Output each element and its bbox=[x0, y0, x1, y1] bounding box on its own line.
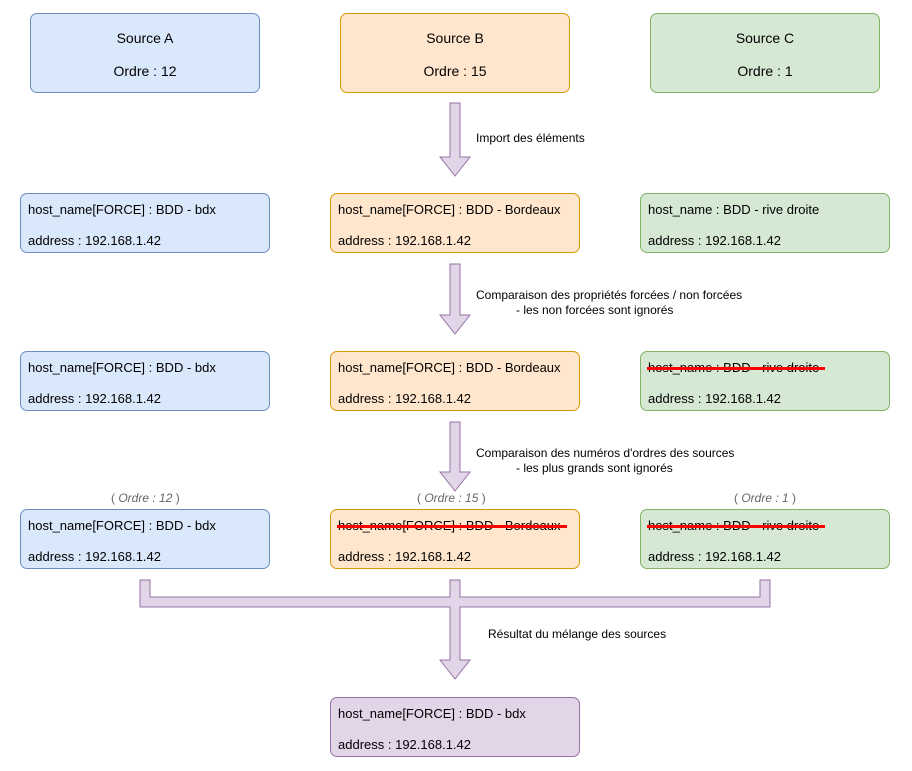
order-label-a: ( Ordre : 12 ) bbox=[111, 491, 180, 505]
record-address: address : 192.168.1.42 bbox=[648, 391, 781, 406]
record-hostname-struck: host_name[FORCE] : BDD - Bordeaux bbox=[337, 518, 567, 533]
row2-source-a-record: host_name[FORCE] : BDD - bdx address : 1… bbox=[20, 351, 270, 411]
record-address: address : 192.168.1.42 bbox=[338, 233, 471, 248]
source-b-order: Ordre : 15 bbox=[423, 63, 487, 79]
record-hostname: host_name[FORCE] : BDD - bdx bbox=[338, 706, 526, 721]
record-hostname: host_name[FORCE] : BDD - Bordeaux bbox=[338, 202, 561, 217]
merge-connector bbox=[139, 579, 771, 680]
arrow-compare-forced bbox=[438, 263, 472, 335]
order-paren-close: ) bbox=[788, 491, 797, 505]
source-a-order: Ordre : 12 bbox=[113, 63, 177, 79]
source-c-name: Source C bbox=[735, 30, 795, 46]
source-c-order: Ordre : 1 bbox=[737, 63, 793, 79]
step-compare-forced-label: Comparaison des propriétés forcées / non… bbox=[476, 288, 743, 302]
step-merge-label: Résultat du mélange des sources bbox=[488, 627, 667, 641]
source-c-box: Source C Ordre : 1 bbox=[650, 13, 880, 93]
row3-source-c-record: host_name : BDD - rive droite address : … bbox=[640, 509, 890, 569]
row1-source-a-record: host_name[FORCE] : BDD - bdx address : 1… bbox=[20, 193, 270, 253]
record-address: address : 192.168.1.42 bbox=[648, 233, 781, 248]
record-address: address : 192.168.1.42 bbox=[338, 737, 471, 752]
arrow-compare-order bbox=[438, 421, 472, 492]
record-address: address : 192.168.1.42 bbox=[338, 391, 471, 406]
order-paren-open: ( bbox=[734, 491, 742, 505]
arrow-import bbox=[438, 102, 472, 177]
order-paren-close: ) bbox=[478, 491, 486, 505]
record-hostname: host_name[FORCE] : BDD - Bordeaux bbox=[338, 360, 561, 375]
source-b-box: Source B Ordre : 15 bbox=[340, 13, 570, 93]
record-hostname: host_name : BDD - rive droite bbox=[648, 202, 820, 217]
record-address: address : 192.168.1.42 bbox=[28, 549, 161, 564]
source-b-name: Source B bbox=[426, 30, 484, 46]
step-compare-order-note: - les plus grands sont ignorés bbox=[516, 461, 673, 475]
row2-source-b-record: host_name[FORCE] : BDD - Bordeaux addres… bbox=[330, 351, 580, 411]
step-compare-order-label: Comparaison des numéros d'ordres des sou… bbox=[476, 446, 735, 460]
order-value: Ordre : 1 bbox=[741, 491, 789, 505]
row3-source-b-record: host_name[FORCE] : BDD - Bordeaux addres… bbox=[330, 509, 580, 569]
record-hostname: host_name[FORCE] : BDD - bdx bbox=[28, 518, 216, 533]
record-hostname: host_name[FORCE] : BDD - bdx bbox=[28, 202, 216, 217]
record-address: address : 192.168.1.42 bbox=[338, 549, 471, 564]
row3-source-a-record: host_name[FORCE] : BDD - bdx address : 1… bbox=[20, 509, 270, 569]
order-paren-close: ) bbox=[172, 491, 180, 505]
step-import-label: Import des éléments bbox=[476, 131, 585, 145]
order-paren-open: ( bbox=[111, 491, 119, 505]
order-paren-open: ( bbox=[417, 491, 425, 505]
order-label-b: ( Ordre : 15 ) bbox=[417, 491, 486, 505]
source-a-name: Source A bbox=[116, 30, 174, 46]
order-value: Ordre : 12 bbox=[118, 491, 173, 505]
merged-result-record: host_name[FORCE] : BDD - bdx address : 1… bbox=[330, 697, 580, 757]
record-address: address : 192.168.1.42 bbox=[28, 233, 161, 248]
row2-source-c-record: host_name : BDD - rive droite address : … bbox=[640, 351, 890, 411]
step-compare-forced-note: - les non forcées sont ignorés bbox=[516, 303, 674, 317]
record-hostname-struck: host_name : BDD - rive droite bbox=[646, 518, 826, 533]
order-value: Ordre : 15 bbox=[424, 491, 479, 505]
source-a-box: Source A Ordre : 12 bbox=[30, 13, 260, 93]
record-address: address : 192.168.1.42 bbox=[28, 391, 161, 406]
record-hostname: host_name[FORCE] : BDD - bdx bbox=[28, 360, 216, 375]
record-hostname-struck: host_name : BDD - rive droite bbox=[646, 360, 826, 375]
record-address: address : 192.168.1.42 bbox=[648, 549, 781, 564]
row1-source-c-record: host_name : BDD - rive droite address : … bbox=[640, 193, 890, 253]
row1-source-b-record: host_name[FORCE] : BDD - Bordeaux addres… bbox=[330, 193, 580, 253]
order-label-c: ( Ordre : 1 ) bbox=[734, 491, 796, 505]
